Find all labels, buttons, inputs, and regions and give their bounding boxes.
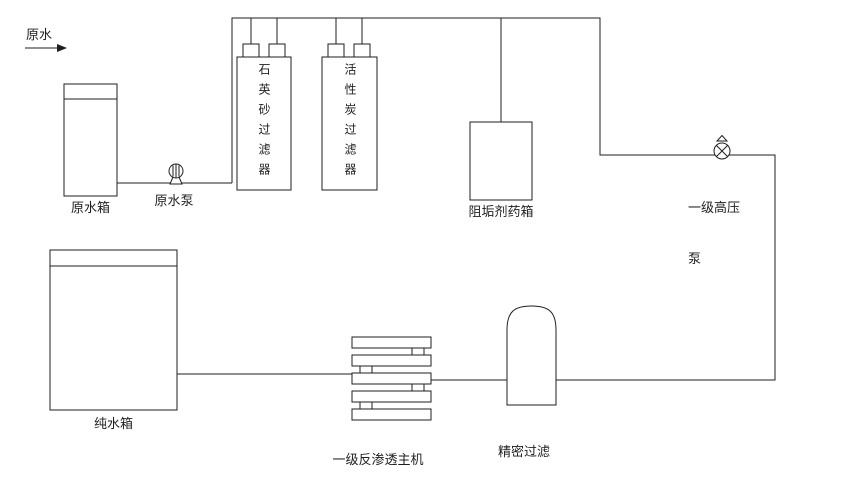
hp-pump-label-line1: 一级高压	[688, 201, 741, 216]
flow-arrow-icon	[25, 44, 67, 52]
pipe-network	[117, 17, 776, 381]
filter-nozzle	[268, 43, 286, 58]
membrane-housing	[351, 336, 432, 349]
filter-nozzle	[327, 43, 345, 58]
raw-water-tank-shape	[63, 83, 118, 197]
filter-nozzle	[242, 43, 260, 58]
precision-filter-shape	[506, 305, 557, 406]
ro-unit-shape	[351, 336, 432, 421]
filter-nozzle	[353, 43, 371, 58]
pure-water-tank-shape	[49, 249, 178, 411]
quartz-sand-filter-label: 石英砂过滤器	[257, 63, 271, 183]
antiscalant-tank-label: 阻垢剂药箱	[468, 205, 534, 220]
pure-water-tank-label: 纯水箱	[93, 417, 133, 432]
membrane-housing	[351, 408, 432, 421]
precision-filter-label-line1: 精密过滤	[498, 445, 551, 460]
pipe-main-loop	[231, 17, 776, 381]
precision-filter-label: 精密过滤 器	[498, 410, 550, 481]
quartz-sand-filter-shape	[236, 43, 292, 191]
membrane-connector	[411, 347, 425, 356]
antiscalant-tank-shape	[469, 121, 533, 201]
activated-carbon-filter-shape	[321, 43, 378, 191]
membrane-connector	[359, 401, 373, 410]
pipe-filter-risers	[250, 18, 363, 44]
raw-water-pump-label: 原水泵	[154, 194, 194, 209]
membrane-connector	[411, 383, 425, 392]
activated-carbon-filter-label: 活性炭过滤器	[343, 63, 357, 183]
membrane-housing	[351, 390, 432, 403]
membrane-connector	[359, 365, 373, 374]
membrane-housing	[351, 372, 432, 385]
raw-water-pump-icon	[168, 163, 184, 185]
raw-water-tank-label: 原水箱	[70, 201, 110, 216]
hp-pump-icon	[713, 134, 731, 160]
hp-pump-label-line2: 泵	[688, 252, 702, 267]
membrane-housing	[351, 354, 432, 367]
ro-unit-label: 一级反渗透主机	[332, 453, 424, 468]
hp-pump-label: 一级高压 泵	[688, 166, 740, 302]
raw-water-label: 原水	[26, 28, 53, 43]
